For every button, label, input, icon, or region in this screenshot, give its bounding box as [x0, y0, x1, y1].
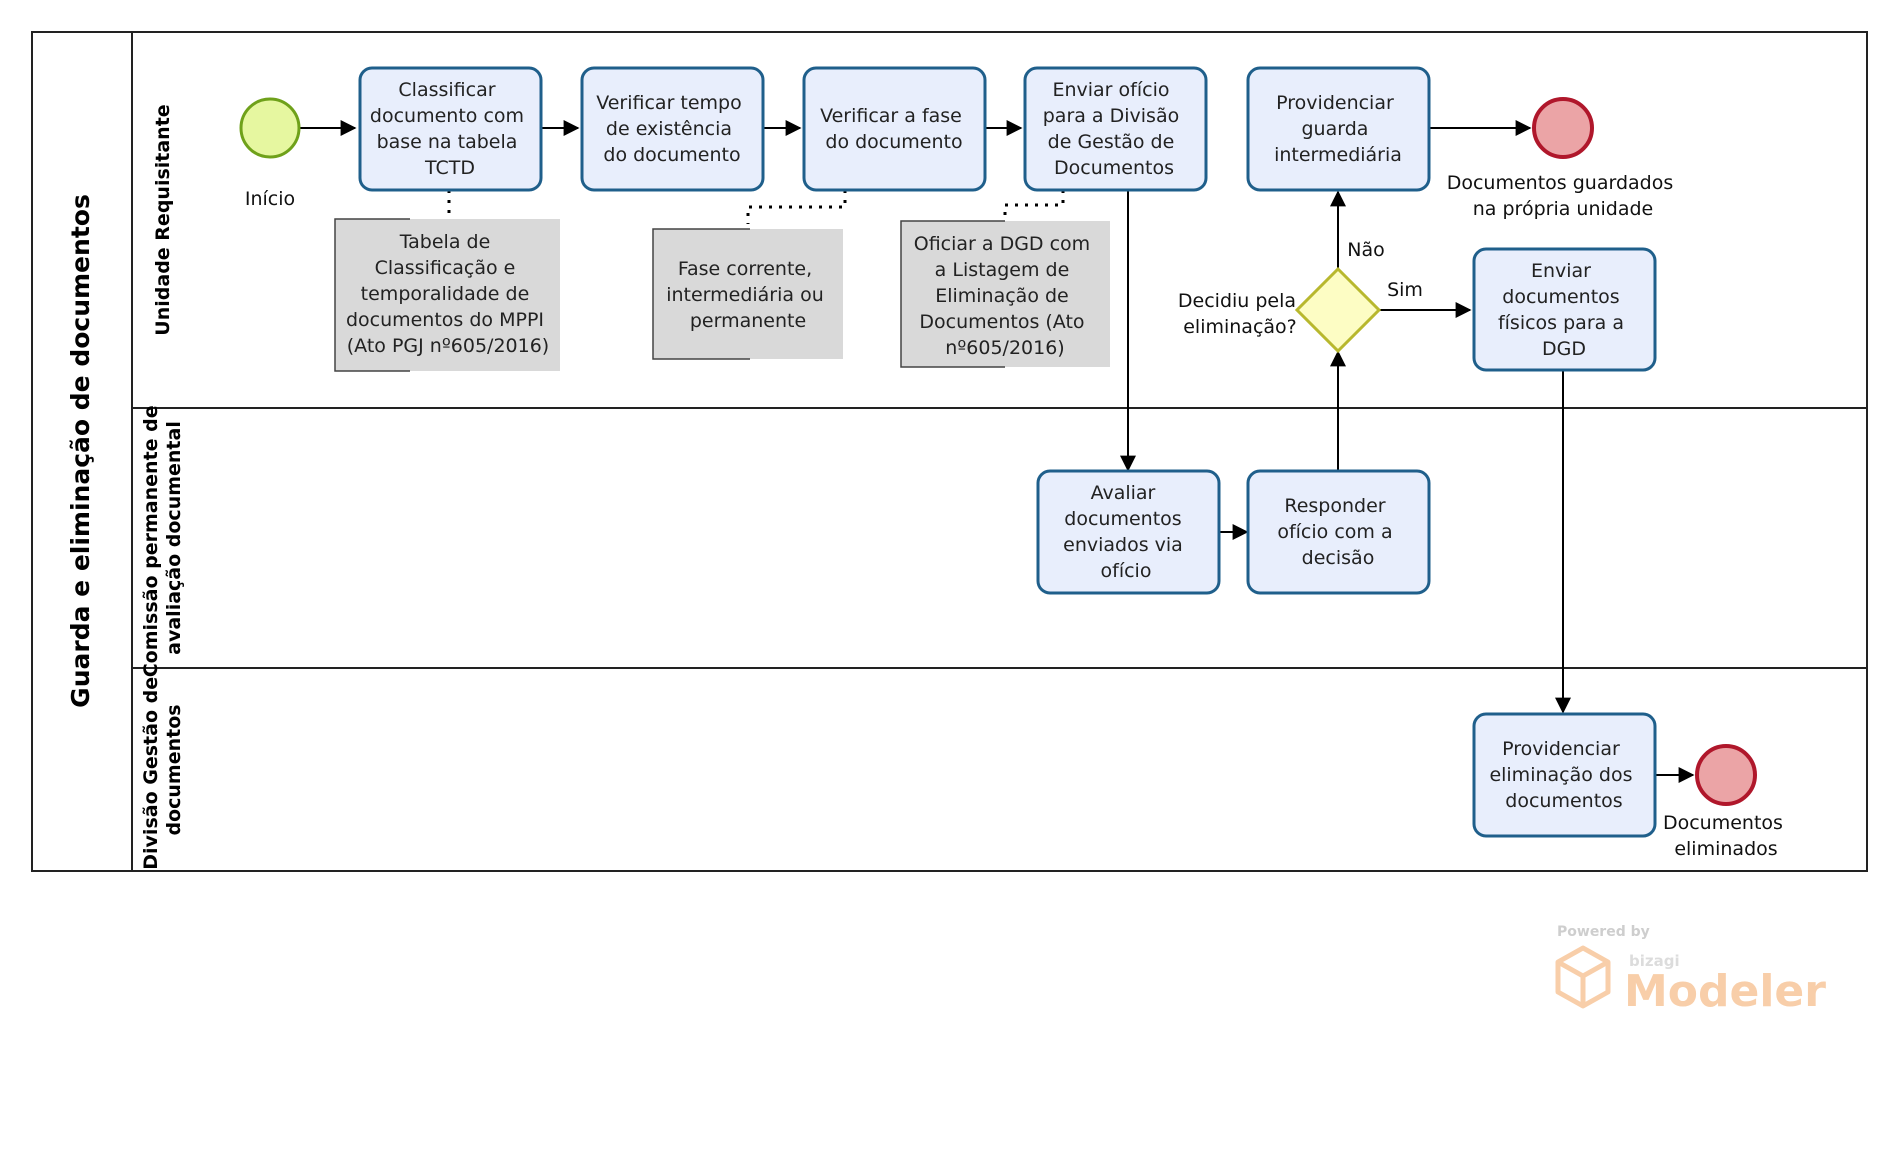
task-label: Enviar documentos físicos para a DGD — [1498, 260, 1630, 360]
task-providenciar-eliminacao[interactable]: Providenciar eliminação dos documentos — [1472, 712, 1657, 838]
start-event-label: Início — [245, 188, 295, 210]
task-verificar-tempo[interactable]: Verificar tempo de existência do documen… — [580, 66, 765, 192]
gateway-diamond — [1294, 266, 1382, 354]
lane-title-line: documentos — [163, 704, 185, 835]
lane-title-line: Comissão permanente de — [140, 405, 162, 677]
annotation-text: Tabela de Classificação e temporalidade … — [346, 231, 550, 357]
pool: Guarda e eliminação de documentos — [31, 31, 1868, 872]
bizagi-watermark: Powered by bizagi Modeler — [1555, 924, 1826, 1017]
annotation-oficiar: Oficiar a DGD com a Listagem de Eliminaç… — [900, 190, 1110, 368]
end-event-circle — [1695, 744, 1757, 806]
end-event-circle — [1532, 97, 1594, 159]
lane-title-divisao: Divisão Gestão de documentos — [140, 670, 185, 869]
lane-title-line: Unidade Requisitante — [152, 104, 174, 335]
task-avaliar[interactable]: Avaliar documentos enviados via ofício — [1036, 469, 1221, 595]
bizagi-logo-icon — [1555, 945, 1611, 1009]
lane-title-line: Divisão Gestão de — [140, 677, 162, 870]
lane-unidade: Unidade Requisitante — [132, 104, 1867, 409]
task-box — [1023, 66, 1208, 192]
annotation-text: Fase corrente, intermediária ou permanen… — [666, 258, 830, 332]
end-event-eliminados[interactable]: Documentos eliminados — [1663, 744, 1789, 860]
annotation-box — [653, 229, 843, 359]
association-line — [1003, 190, 1065, 218]
task-box — [1036, 469, 1221, 595]
task-label: Providenciar guarda intermediária — [1274, 92, 1402, 166]
annotation-box — [335, 219, 560, 371]
pool-border — [31, 31, 1868, 872]
gateway-decidiu-eliminacao[interactable]: Decidiu pela eliminação? Não Sim — [1178, 239, 1423, 354]
task-box — [1472, 712, 1657, 838]
lane-title-comissao: Comissão permanente de avaliação documen… — [140, 399, 185, 678]
annotation-box — [901, 221, 1110, 367]
task-box — [358, 66, 543, 192]
association-line — [746, 190, 847, 224]
task-label: Avaliar documentos enviados via ofício — [1063, 482, 1189, 582]
start-event[interactable]: Início — [239, 97, 301, 210]
pool-title: Guarda e eliminação de documentos — [66, 194, 95, 708]
task-label: Providenciar eliminação dos documentos — [1489, 738, 1638, 812]
annotation-fase: Fase corrente, intermediária ou permanen… — [652, 190, 847, 360]
end-event-guarda[interactable]: Documentos guardados na própria unidade — [1447, 97, 1680, 220]
task-verificar-fase[interactable]: Verificar a fase do documento — [802, 66, 987, 192]
annotation-bracket — [900, 220, 1005, 368]
task-box — [1246, 66, 1431, 192]
watermark-powered-by: Powered by — [1557, 924, 1650, 940]
start-event-circle — [239, 97, 301, 159]
task-box — [1472, 247, 1657, 372]
sequence-flows — [299, 120, 1695, 783]
task-label: Verificar tempo de existência do documen… — [596, 92, 748, 166]
task-providenciar-guarda[interactable]: Providenciar guarda intermediária — [1246, 66, 1431, 192]
annotation-bracket — [652, 228, 750, 360]
gateway-no-label: Não — [1347, 239, 1384, 261]
lane-comissao: Comissão permanente de avaliação documen… — [132, 399, 1867, 678]
gateway-question: Decidiu pela eliminação? — [1178, 290, 1302, 338]
annotation-bracket — [334, 218, 410, 372]
watermark-vendor: bizagi — [1629, 952, 1680, 970]
end-event-label: Documentos guardados na própria unidade — [1447, 172, 1680, 220]
watermark-product: Modeler — [1624, 966, 1826, 1017]
task-responder[interactable]: Responder ofício com a decisão — [1246, 469, 1431, 595]
annotation-tabela: Tabela de Classificação e temporalidade … — [334, 190, 560, 372]
task-label: Enviar ofício para a Divisão de Gestão d… — [1043, 79, 1186, 179]
lane-title-unidade: Unidade Requisitante — [152, 104, 174, 335]
task-label: Verificar a fase do documento — [820, 105, 968, 153]
task-box — [802, 66, 987, 192]
task-enviar-fisicos[interactable]: Enviar documentos físicos para a DGD — [1472, 247, 1657, 372]
task-label: Responder ofício com a decisão — [1277, 495, 1398, 569]
end-event-label: Documentos eliminados — [1663, 812, 1789, 860]
annotation-text: Oficiar a DGD com a Listagem de Eliminaç… — [914, 233, 1096, 359]
task-box — [1246, 469, 1431, 595]
lane-divisao: Divisão Gestão de documentos — [140, 670, 185, 870]
task-label: Classificar documento com base na tabela… — [370, 79, 530, 179]
lane-title-line: avaliação documental — [163, 421, 185, 655]
task-classificar[interactable]: Classificar documento com base na tabela… — [358, 66, 543, 192]
task-enviar-oficio[interactable]: Enviar ofício para a Divisão de Gestão d… — [1023, 66, 1208, 192]
task-box — [580, 66, 765, 192]
gateway-yes-label: Sim — [1387, 279, 1423, 301]
